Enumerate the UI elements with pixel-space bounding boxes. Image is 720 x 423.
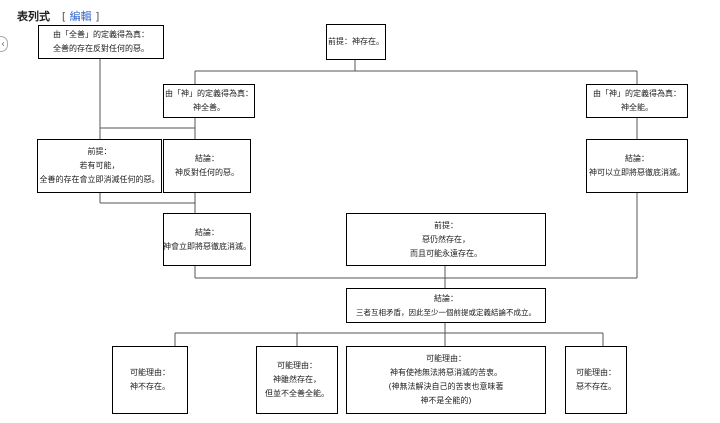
node-line: 結論： <box>434 293 458 303</box>
definition-all-good-box: 由「全善」的定義得為真： 全善的存在反對任何的惡。 <box>38 25 164 59</box>
node-line: 全善的存在會立即消滅任何的惡。 <box>39 175 160 184</box>
section-heading: 表列式 [ 編輯 ] <box>17 8 99 24</box>
node-line: 結論： <box>625 154 649 163</box>
node-line: (神無法解決自己的苦衷也意味著 <box>388 382 504 391</box>
node-line: 結論： <box>195 227 219 237</box>
node-line: 由「神」的定義得為真： <box>165 89 253 98</box>
node-line: 全善的存在反對任何的惡。 <box>53 44 149 53</box>
node-line: 惡仍然存在， <box>422 234 470 244</box>
node-line: 可能理由： <box>277 361 317 370</box>
conclusion-god-opposes-evil-box: 結論： 神反對任何的惡。 <box>163 139 251 193</box>
node-line: 神不是全能的) <box>420 396 472 405</box>
definition-god-good-box: 由「神」的定義得為真： 神全善。 <box>163 84 255 118</box>
definition-god-able-box: 由「神」的定義得為真： 神全能。 <box>586 84 688 118</box>
sidebar-collapse-tab[interactable]: ‹ <box>0 36 8 52</box>
edit-bracket-open: [ <box>61 10 67 23</box>
node-line: 可能理由： <box>130 368 170 377</box>
node-line: 三者互相矛盾，因此至少一個前提或定義結論不成立。 <box>356 307 536 317</box>
edit-section-link-group: [ 編輯 ] <box>62 10 100 23</box>
node-line: 神會立即將惡徹底消滅。 <box>163 241 251 251</box>
node-line: 而且可能永遠存在。 <box>410 248 482 258</box>
chevron-left-icon: ‹ <box>1 39 5 50</box>
section-title: 表列式 <box>17 10 50 23</box>
node-line: 前提： <box>87 147 112 156</box>
node-line: 惡不存在。 <box>576 382 616 391</box>
reason-god-not-omnibenevolent-box: 可能理由： 神雖然存在， 但並不全善全能。 <box>256 346 338 414</box>
node-line: 神雖然存在， <box>273 375 321 384</box>
reason-god-not-exist-box: 可能理由： 神不存在。 <box>112 346 188 414</box>
node-line: 神全善。 <box>193 103 225 112</box>
reason-god-has-reasons-box: 可能理由： 神有使祂無法將惡消滅的苦衷。 (神無法解決自己的苦衷也意味著 神不是… <box>346 346 546 414</box>
node-line: 神反對任何的惡。 <box>175 168 239 177</box>
conclusion-contradiction-box: 結論： 三者互相矛盾，因此至少一個前提或定義結論不成立。 <box>346 288 546 323</box>
edit-bracket-close: ] <box>95 10 100 23</box>
node-line: 神有使祂無法將惡消滅的苦衷。 <box>390 368 502 377</box>
premise-evil-exists-box: 前提： 惡仍然存在， 而且可能永遠存在。 <box>346 213 546 266</box>
node-line: 前提：神存在。 <box>328 37 384 46</box>
node-line: 神可以立即將惡徹底消滅。 <box>589 168 685 177</box>
node-line: 由「全善」的定義得為真： <box>53 30 149 39</box>
conclusion-god-can-eliminate-box: 結論： 神可以立即將惡徹底消滅。 <box>586 139 688 193</box>
node-line: 可能理由： <box>576 368 616 377</box>
node-line: 由「神」的定義得為真： <box>593 89 681 98</box>
node-line: 神全能。 <box>621 103 653 112</box>
reason-evil-not-exist-box: 可能理由： 惡不存在。 <box>565 346 627 414</box>
node-line: 可能理由： <box>426 354 466 363</box>
edit-section-link[interactable]: 編輯 <box>69 10 92 23</box>
node-line: 但並不全善全能。 <box>265 389 329 398</box>
node-line: 若有可能， <box>79 161 120 170</box>
node-line: 結論： <box>195 154 219 163</box>
premise-if-possible-box: 前提： 若有可能， 全善的存在會立即消滅任何的惡。 <box>37 139 162 193</box>
node-line: 前提： <box>434 220 458 230</box>
premise-god-exists-box: 前提：神存在。 <box>326 24 386 60</box>
conclusion-god-will-eliminate-box: 結論： 神會立即將惡徹底消滅。 <box>163 213 251 266</box>
node-line: 神不存在。 <box>130 382 170 391</box>
